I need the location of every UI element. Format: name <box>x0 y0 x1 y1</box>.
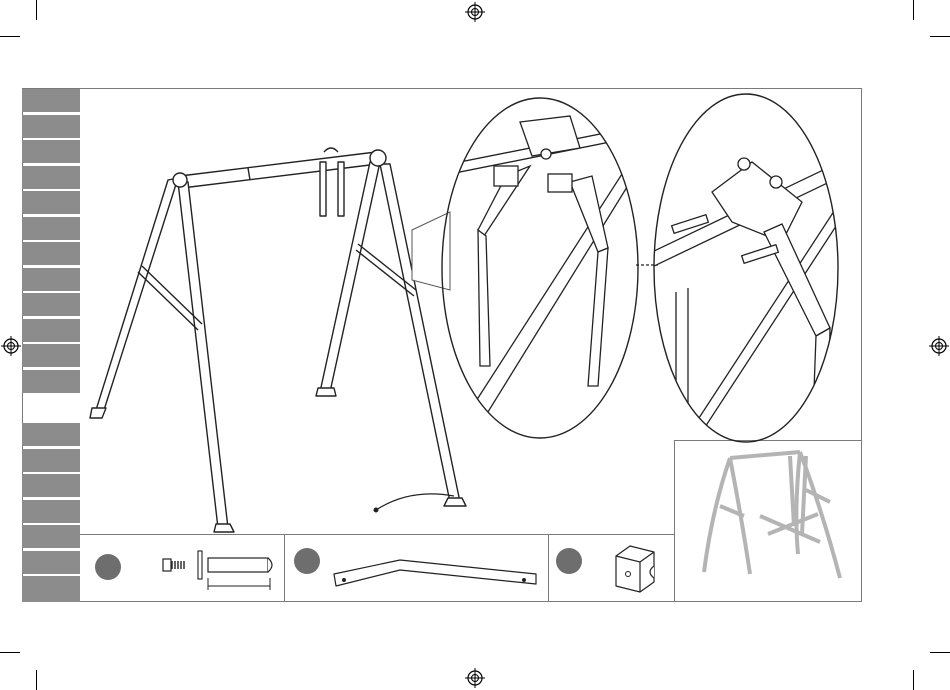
sidebar-tab <box>22 166 80 189</box>
sidebar-tab <box>22 115 80 138</box>
parts-divider <box>548 534 549 602</box>
sidebar-tab <box>22 370 80 393</box>
crop-mark <box>36 0 37 20</box>
sidebar-tabs-top <box>22 89 80 395</box>
sidebar-tab <box>22 242 80 265</box>
crop-mark <box>36 670 37 690</box>
washer-icon <box>196 550 204 580</box>
crop-mark <box>930 652 950 653</box>
crop-mark <box>913 0 914 20</box>
detail-oval-assembled <box>652 92 840 444</box>
sidebar-tab <box>22 217 80 240</box>
crop-mark <box>0 652 20 653</box>
sidebar-tab <box>22 423 80 446</box>
sidebar-tab <box>22 344 80 367</box>
registration-mark-left <box>1 336 21 356</box>
registration-mark-right <box>929 336 949 356</box>
preview-divider <box>674 440 675 602</box>
registration-mark-top <box>465 2 485 22</box>
sidebar-tab <box>22 191 80 214</box>
sidebar-tab <box>22 268 80 291</box>
part-number-badge <box>294 548 320 574</box>
registration-mark-bottom <box>465 668 485 688</box>
sidebar-tabs-bottom <box>22 423 80 605</box>
swing-frame-drawing <box>80 140 480 535</box>
sleeve-bolt-icon <box>206 556 278 594</box>
bolt-icon <box>162 556 194 574</box>
sidebar-tab <box>22 140 80 163</box>
bracket-block-icon <box>610 544 660 594</box>
part-number-badge <box>95 554 121 580</box>
crop-mark <box>0 36 20 37</box>
crop-mark <box>913 670 914 690</box>
sidebar-tab <box>22 293 80 316</box>
sidebar-tab <box>22 525 80 548</box>
finished-swing-preview <box>690 450 850 590</box>
bent-tube-icon <box>330 556 540 590</box>
sidebar-tab <box>22 89 80 112</box>
sidebar-tab <box>22 551 80 574</box>
sidebar-tab <box>22 576 80 602</box>
sidebar-tab <box>22 449 80 472</box>
sidebar-tab <box>22 319 80 342</box>
detail-oval-disassembled <box>440 96 640 441</box>
part-number-badge <box>556 548 582 574</box>
crop-mark <box>930 36 950 37</box>
sidebar-tab <box>22 500 80 523</box>
sidebar-tab <box>22 474 80 497</box>
parts-divider <box>284 534 285 602</box>
